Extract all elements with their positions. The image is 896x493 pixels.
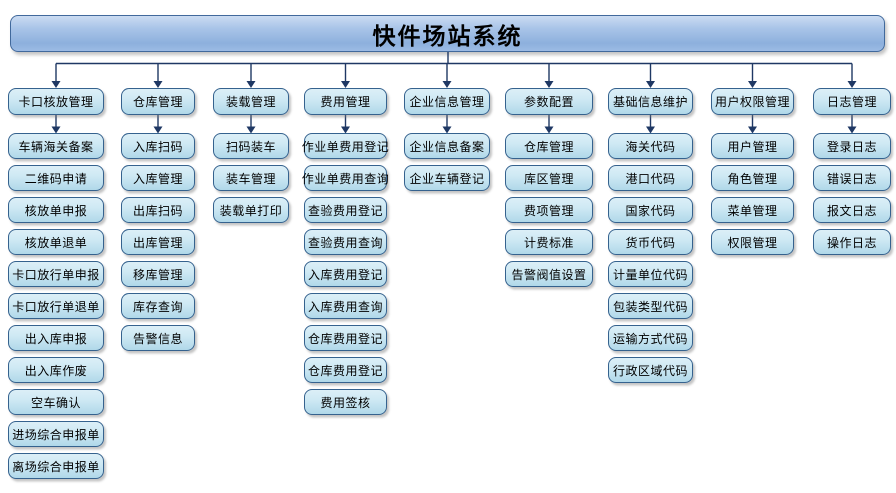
leaf-node: 登录日志 bbox=[813, 133, 891, 159]
leaf-node: 货币代码 bbox=[608, 229, 693, 255]
leaf-node: 进场综合申报单 bbox=[8, 421, 104, 447]
leaf-node: 运输方式代码 bbox=[608, 325, 693, 351]
leaf-node: 出库管理 bbox=[121, 229, 195, 255]
leaf-node: 库区管理 bbox=[505, 165, 593, 191]
leaf-node: 告警信息 bbox=[121, 325, 195, 351]
leaf-node: 库存查询 bbox=[121, 293, 195, 319]
leaf-node: 企业信息备案 bbox=[404, 133, 490, 159]
branch-column: 费用管理作业单费用登记作业单费用查询查验费用登记查验费用查询入库费用登记入库费用… bbox=[302, 88, 389, 421]
leaf-node: 包装类型代码 bbox=[608, 293, 693, 319]
branch-column: 仓库管理入库扫码入库管理出库扫码出库管理移库管理库存查询告警信息 bbox=[121, 88, 195, 357]
leaf-node: 车辆海关备案 bbox=[8, 133, 104, 159]
leaf-node: 计量单位代码 bbox=[608, 261, 693, 287]
root-node: 快件场站系统 bbox=[10, 15, 885, 52]
leaf-node: 装车管理 bbox=[213, 165, 289, 191]
leaf-node: 报文日志 bbox=[813, 197, 891, 223]
category-node: 企业信息管理 bbox=[404, 88, 490, 115]
leaf-node: 移库管理 bbox=[121, 261, 195, 287]
leaf-node: 费项管理 bbox=[505, 197, 593, 223]
leaf-node: 费用签核 bbox=[304, 389, 387, 415]
leaf-node: 操作日志 bbox=[813, 229, 891, 255]
leaf-node: 菜单管理 bbox=[711, 197, 794, 223]
branch-column: 企业信息管理企业信息备案企业车辆登记 bbox=[404, 88, 490, 197]
category-node: 仓库管理 bbox=[121, 88, 195, 115]
category-node: 用户权限管理 bbox=[711, 88, 794, 115]
leaf-node: 扫码装车 bbox=[213, 133, 289, 159]
leaf-node: 二维码申请 bbox=[8, 165, 104, 191]
leaf-node: 计费标准 bbox=[505, 229, 593, 255]
category-node: 装载管理 bbox=[213, 88, 289, 115]
leaf-node: 行政区域代码 bbox=[608, 357, 693, 383]
category-node: 参数配置 bbox=[505, 88, 593, 115]
leaf-node: 出库扫码 bbox=[121, 197, 195, 223]
leaf-node: 出入库作废 bbox=[8, 357, 104, 383]
leaf-node: 入库费用查询 bbox=[304, 293, 387, 319]
leaf-node: 仓库管理 bbox=[505, 133, 593, 159]
branch-column: 卡口核放管理车辆海关备案二维码申请核放单申报核放单退单卡口放行单申报卡口放行单退… bbox=[8, 88, 104, 485]
leaf-node: 海关代码 bbox=[608, 133, 693, 159]
category-node: 卡口核放管理 bbox=[8, 88, 104, 115]
leaf-node: 作业单费用查询 bbox=[302, 165, 389, 191]
leaf-node: 仓库费用登记 bbox=[304, 357, 387, 383]
leaf-node: 作业单费用登记 bbox=[302, 133, 389, 159]
branch-column: 基础信息维护海关代码港口代码国家代码货币代码计量单位代码包装类型代码运输方式代码… bbox=[608, 88, 693, 389]
leaf-node: 查验费用查询 bbox=[304, 229, 387, 255]
leaf-node: 空车确认 bbox=[8, 389, 104, 415]
leaf-node: 企业车辆登记 bbox=[404, 165, 490, 191]
branch-column: 装载管理扫码装车装车管理装载单打印 bbox=[213, 88, 289, 229]
leaf-node: 用户管理 bbox=[711, 133, 794, 159]
leaf-node: 卡口放行单退单 bbox=[8, 293, 104, 319]
leaf-node: 查验费用登记 bbox=[304, 197, 387, 223]
leaf-node: 仓库费用登记 bbox=[304, 325, 387, 351]
leaf-node: 卡口放行单申报 bbox=[8, 261, 104, 287]
leaf-node: 入库费用登记 bbox=[304, 261, 387, 287]
branch-column: 日志管理登录日志错误日志报文日志操作日志 bbox=[813, 88, 891, 261]
category-node: 基础信息维护 bbox=[608, 88, 693, 115]
leaf-node: 入库扫码 bbox=[121, 133, 195, 159]
leaf-node: 装载单打印 bbox=[213, 197, 289, 223]
category-node: 日志管理 bbox=[813, 88, 891, 115]
leaf-node: 告警阀值设置 bbox=[505, 261, 593, 287]
leaf-node: 国家代码 bbox=[608, 197, 693, 223]
category-node: 费用管理 bbox=[304, 88, 387, 115]
leaf-node: 权限管理 bbox=[711, 229, 794, 255]
leaf-node: 港口代码 bbox=[608, 165, 693, 191]
leaf-node: 出入库申报 bbox=[8, 325, 104, 351]
leaf-node: 核放单退单 bbox=[8, 229, 104, 255]
leaf-node: 离场综合申报单 bbox=[8, 453, 104, 479]
branch-column: 参数配置仓库管理库区管理费项管理计费标准告警阀值设置 bbox=[505, 88, 593, 293]
root-node-label: 快件场站系统 bbox=[372, 23, 523, 49]
leaf-node: 角色管理 bbox=[711, 165, 794, 191]
leaf-node: 入库管理 bbox=[121, 165, 195, 191]
branch-column: 用户权限管理用户管理角色管理菜单管理权限管理 bbox=[711, 88, 794, 261]
leaf-node: 错误日志 bbox=[813, 165, 891, 191]
leaf-node: 核放单申报 bbox=[8, 197, 104, 223]
